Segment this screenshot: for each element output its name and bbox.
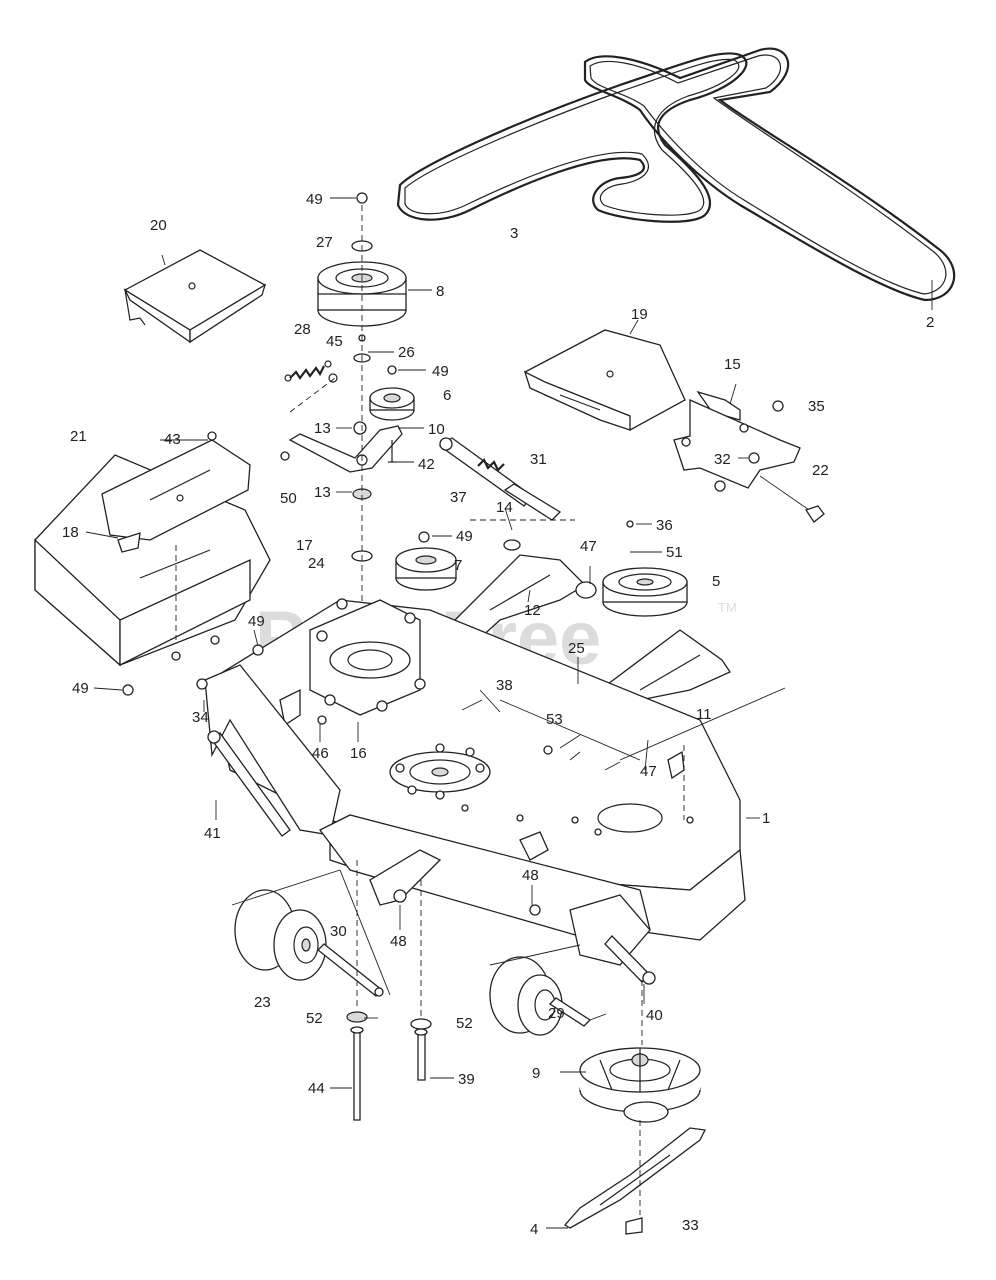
label-5: 5	[712, 573, 720, 590]
label-12: 12	[524, 602, 541, 619]
label-17: 17	[296, 537, 313, 554]
spring-28	[284, 360, 332, 382]
leader-lines	[85, 197, 933, 1229]
wheel-29	[489, 944, 592, 1036]
label-19: 19	[631, 306, 648, 323]
callout-labels: 1 2 3 4 5 6 7 8 9 10 11 12 13 13 14 15 1…	[62, 191, 934, 1238]
washer-13	[351, 488, 373, 562]
rod-31	[470, 483, 575, 521]
belt-3	[396, 52, 748, 223]
label-49b: 49	[432, 363, 449, 380]
label-36: 36	[656, 517, 673, 534]
idler-pulley-6	[369, 365, 415, 421]
label-6: 6	[443, 387, 451, 404]
deck-1	[209, 598, 746, 941]
blade-4	[563, 1120, 706, 1235]
label-43: 43	[164, 431, 181, 448]
label-49c: 49	[456, 528, 473, 545]
label-53: 53	[546, 711, 563, 728]
label-7: 7	[454, 557, 462, 574]
label-52b: 52	[456, 1015, 473, 1032]
belt-2	[583, 47, 956, 302]
label-13b: 13	[314, 484, 331, 501]
label-2: 2	[926, 314, 934, 331]
label-18: 18	[62, 524, 79, 541]
label-52a: 52	[306, 1010, 323, 1027]
label-21: 21	[70, 428, 87, 445]
rod-45	[289, 373, 338, 413]
label-49a: 49	[306, 191, 323, 208]
label-48a: 48	[522, 867, 539, 884]
label-34: 34	[192, 709, 209, 726]
label-16: 16	[350, 745, 367, 762]
label-22: 22	[812, 462, 829, 479]
label-39: 39	[458, 1071, 475, 1088]
label-40: 40	[646, 1007, 663, 1024]
label-26: 26	[398, 344, 415, 361]
label-47b: 47	[640, 763, 657, 780]
label-3: 3	[510, 225, 518, 242]
label-51: 51	[666, 544, 683, 561]
bolt-39	[414, 1028, 428, 1081]
label-23: 23	[254, 994, 271, 1011]
label-35: 35	[808, 398, 825, 415]
cover-20	[123, 249, 267, 344]
cover-21	[34, 431, 271, 696]
label-11: 11	[696, 706, 712, 723]
label-13a: 13	[314, 420, 331, 437]
label-24: 24	[308, 555, 325, 572]
label-42: 42	[418, 456, 435, 473]
label-32: 32	[714, 451, 731, 468]
label-25: 25	[568, 640, 585, 657]
bolt-41	[207, 730, 291, 837]
label-45: 45	[326, 333, 343, 350]
label-46: 46	[312, 745, 329, 762]
label-4: 4	[530, 1221, 538, 1238]
bracket-15	[673, 390, 825, 523]
label-48b: 48	[390, 933, 407, 950]
label-15: 15	[724, 356, 741, 373]
washer-52	[346, 1011, 432, 1030]
idler-arm-10	[280, 421, 403, 473]
axle-30	[317, 943, 384, 997]
label-49e: 49	[72, 680, 89, 697]
label-20: 20	[150, 217, 167, 234]
label-49d: 49	[248, 613, 265, 630]
label-37: 37	[450, 489, 467, 506]
spindle-9	[579, 980, 701, 1123]
label-8: 8	[436, 283, 444, 300]
label-10: 10	[428, 421, 445, 438]
label-14: 14	[496, 499, 513, 516]
label-28: 28	[294, 321, 311, 338]
label-47a: 47	[580, 538, 597, 555]
label-50: 50	[280, 490, 297, 507]
label-27: 27	[316, 234, 333, 251]
label-1: 1	[762, 810, 770, 827]
shield-19	[523, 329, 686, 431]
leader-53	[499, 699, 641, 761]
label-33: 33	[682, 1217, 699, 1234]
label-31: 31	[530, 451, 547, 468]
pulley-5	[602, 520, 688, 617]
front-frame	[196, 644, 651, 966]
label-44: 44	[308, 1080, 325, 1097]
watermark-tm: TM	[718, 600, 737, 615]
bolt-44	[350, 1026, 364, 1121]
label-30: 30	[330, 923, 347, 940]
label-41: 41	[204, 825, 221, 842]
pulley-8	[317, 192, 407, 363]
label-29: 29	[548, 1005, 565, 1022]
pulley-7	[395, 531, 457, 591]
label-9: 9	[532, 1065, 540, 1082]
wheel-23	[231, 869, 391, 996]
bolt-40	[604, 935, 656, 985]
label-38: 38	[496, 677, 513, 694]
